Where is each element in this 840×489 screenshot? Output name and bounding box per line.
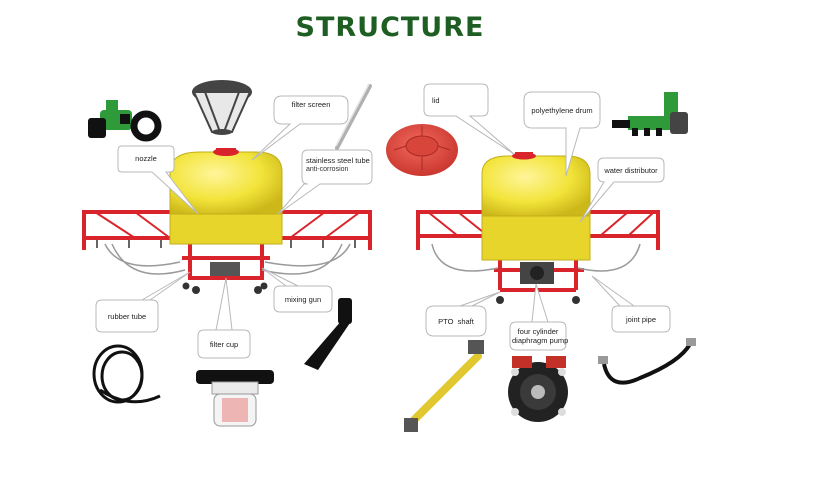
label-pump: four cylinder diaphragm pump	[512, 327, 569, 345]
label-stainless-steel-tube: stainless steel tube anti-corrosion	[302, 156, 376, 174]
nozzle-part-image	[88, 100, 162, 142]
rubber-tube-part-image	[92, 344, 161, 404]
callout-rubber-tube	[95, 271, 191, 333]
label-filter-cup: filter cup	[209, 340, 239, 349]
label-stainless-steel-tube-line1: stainless steel tube	[306, 156, 370, 165]
right-sprayer	[416, 152, 660, 304]
label-joint-pipe: joint pipe	[625, 315, 657, 324]
callout-pto-shaft	[425, 291, 501, 337]
stainless-steel-tube-part-image	[335, 83, 372, 150]
filter-screen-part-image	[192, 80, 252, 135]
callout-mixing-gun	[261, 267, 333, 313]
label-anti-corrosion: anti-corrosion	[306, 166, 349, 173]
mixing-gun-part-image	[304, 298, 352, 370]
label-pump-line2: diaphragm pump	[512, 336, 569, 345]
label-rubber-tube: rubber tube	[107, 312, 147, 321]
callout-pump	[509, 283, 567, 351]
label-nozzle: nozzle	[135, 154, 157, 163]
label-polyethylene-drum: polyethylene drum	[531, 106, 593, 115]
filter-cup-part-image	[196, 370, 274, 427]
label-mixing-gun: mixing gun	[284, 295, 322, 304]
callout-polyethylene-drum	[523, 91, 601, 177]
page-title: STRUCTURE	[295, 12, 485, 43]
label-pto-shaft: PTO shaft	[438, 317, 474, 326]
pto-shaft-part-image	[404, 340, 484, 432]
label-pump-line1: four cylinder	[517, 327, 559, 336]
label-water-distributor: water distributor	[604, 166, 658, 175]
label-filter-screen: filter screen	[291, 100, 331, 109]
callout-nozzle	[117, 145, 199, 215]
water-distributor-part-image	[612, 92, 688, 136]
callout-stainless-steel-tube	[277, 149, 373, 215]
callout-water-distributor	[579, 157, 665, 223]
diaphragm-pump-part-image	[508, 356, 568, 422]
callout-filter-cup	[197, 277, 251, 359]
callout-filter-screen	[251, 95, 349, 161]
joint-pipe-part-image	[598, 338, 696, 385]
label-lid: lid	[432, 96, 440, 105]
callout-joint-pipe	[591, 275, 671, 333]
callout-lid	[423, 83, 515, 155]
lid-part-image	[386, 124, 458, 176]
